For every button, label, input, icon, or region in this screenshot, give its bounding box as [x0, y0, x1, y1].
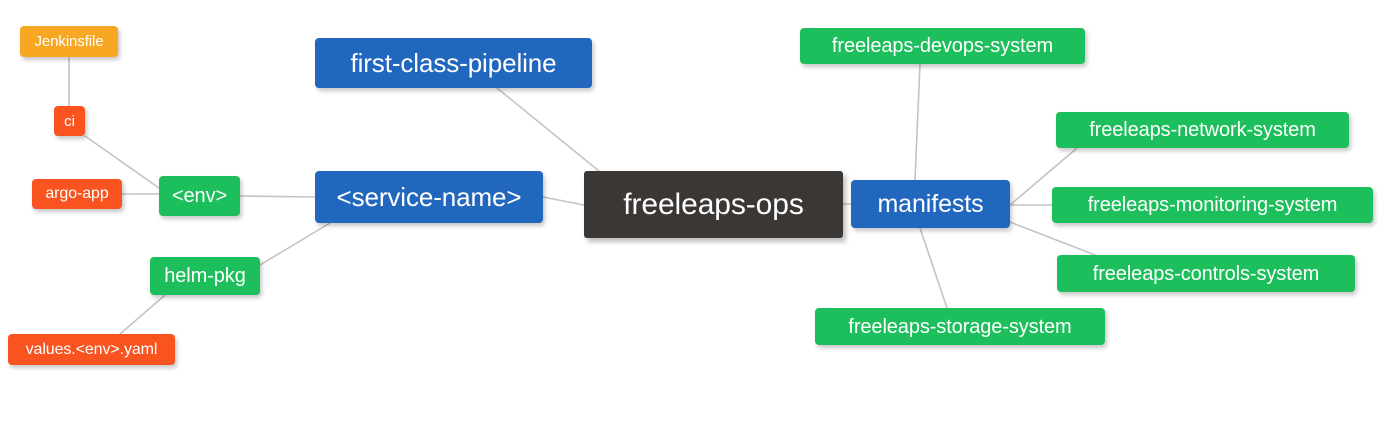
- mindmap-node-freeleaps-controls-system[interactable]: freeleaps-controls-system: [1057, 255, 1355, 292]
- mindmap-node-freeleaps-storage-system[interactable]: freeleaps-storage-system: [815, 308, 1105, 345]
- mindmap-node-label: freeleaps-devops-system: [831, 35, 1054, 57]
- mindmap-node-label: freeleaps-network-system: [1089, 119, 1316, 141]
- mindmap-node-label: <service-name>: [336, 182, 522, 212]
- mindmap-node-jenkinsfile[interactable]: Jenkinsfile: [20, 26, 118, 57]
- mindmap-node-env[interactable]: <env>: [159, 176, 240, 216]
- mindmap-node-label: freeleaps-ops: [623, 187, 804, 221]
- mindmap-node-helm-pkg[interactable]: helm-pkg: [150, 257, 260, 295]
- mindmap-node-label: Jenkinsfile: [34, 33, 104, 50]
- mindmap-node-label: argo-app: [45, 185, 109, 202]
- mindmap-node-service-name[interactable]: <service-name>: [315, 171, 543, 223]
- mindmap-node-label: ci: [64, 112, 75, 130]
- mindmap-node-label: values.<env>.yaml: [25, 340, 158, 358]
- mindmap-node-values-env-yaml[interactable]: values.<env>.yaml: [8, 334, 175, 365]
- mindmap-node-freeleaps-devops-system[interactable]: freeleaps-devops-system: [800, 28, 1085, 64]
- mindmap-node-argo-app[interactable]: argo-app: [32, 179, 122, 209]
- mindmap-node-manifests[interactable]: manifests: [851, 180, 1010, 228]
- mindmap-node-freeleaps-ops[interactable]: freeleaps-ops: [584, 171, 843, 238]
- mindmap-node-ci[interactable]: ci: [54, 106, 85, 136]
- mindmap-node-label: first-class-pipeline: [350, 48, 557, 78]
- mindmap-node-label: helm-pkg: [164, 265, 246, 287]
- mindmap-node-freeleaps-monitoring-system[interactable]: freeleaps-monitoring-system: [1052, 187, 1373, 223]
- mindmap-node-label: freeleaps-controls-system: [1092, 262, 1320, 285]
- mindmap-node-label: <env>: [171, 185, 228, 207]
- mindmap-node-label: freeleaps-storage-system: [848, 315, 1072, 338]
- mindmap-node-label: manifests: [877, 189, 984, 218]
- mindmap-node-freeleaps-network-system[interactable]: freeleaps-network-system: [1056, 112, 1349, 148]
- mindmap-node-label: freeleaps-monitoring-system: [1087, 194, 1338, 216]
- mindmap-node-first-class-pipeline[interactable]: first-class-pipeline: [315, 38, 592, 88]
